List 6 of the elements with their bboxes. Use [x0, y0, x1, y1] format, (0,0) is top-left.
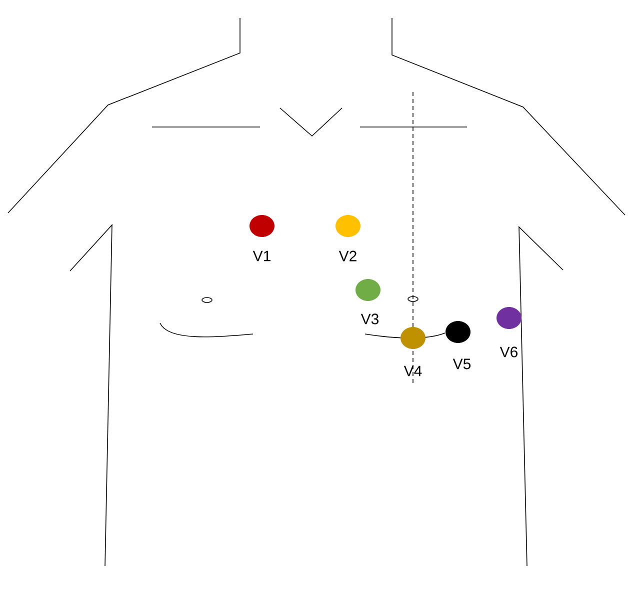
electrode-label: V5 [452, 358, 471, 370]
electrode-label: V3 [360, 314, 379, 324]
electrode-label: V1 [252, 250, 270, 262]
electrode-label: V2 [338, 250, 356, 262]
electrode-label: V4 [404, 366, 422, 376]
electrode-label: V6 [500, 346, 518, 358]
